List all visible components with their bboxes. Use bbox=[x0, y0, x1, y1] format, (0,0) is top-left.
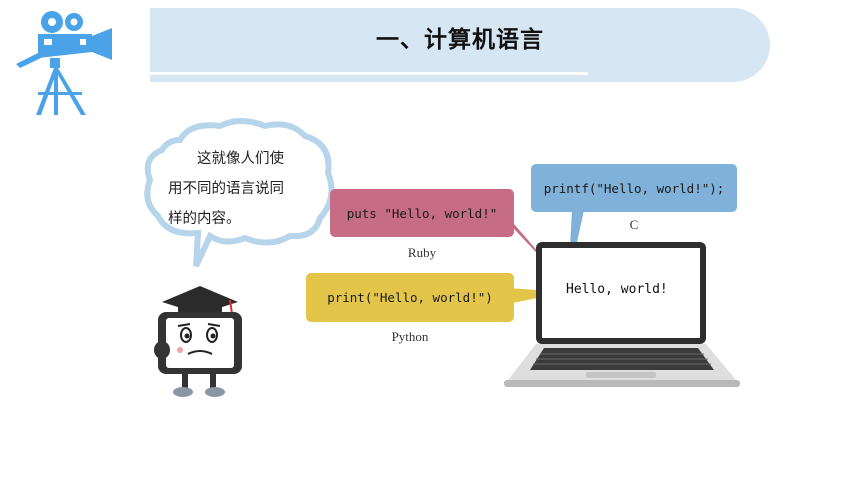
c-label: C bbox=[629, 217, 639, 232]
python-code-bubble: print("Hello, world!") bbox=[306, 273, 514, 322]
ruby-code-bubble: puts "Hello, world!" bbox=[330, 189, 514, 237]
speech-line: 用不同的语言说同 bbox=[168, 181, 284, 197]
title-banner bbox=[150, 8, 770, 82]
speech-line: 样的内容。 bbox=[168, 211, 241, 227]
c-code-bubble: printf("Hello, world!"); bbox=[531, 164, 737, 212]
laptop bbox=[504, 242, 740, 387]
movie-camera-icon bbox=[16, 11, 112, 115]
speech-text: 这就像人们使 用不同的语言说同 样的内容。 bbox=[168, 144, 328, 234]
banner-divider bbox=[150, 72, 588, 75]
python-label: Python bbox=[391, 329, 429, 344]
python-code: print("Hello, world!") bbox=[327, 290, 493, 305]
ruby-label: Ruby bbox=[407, 245, 437, 260]
ruby-code: puts "Hello, world!" bbox=[346, 205, 498, 221]
speech-line: 这就像人们使 bbox=[168, 151, 284, 167]
page-title: 一、计算机语言 bbox=[376, 27, 544, 53]
c-code: printf("Hello, world!"); bbox=[543, 180, 725, 196]
tablet-mascot bbox=[154, 286, 242, 397]
speech-cloud bbox=[144, 118, 335, 268]
screen-output: Hello, world! bbox=[566, 282, 668, 297]
